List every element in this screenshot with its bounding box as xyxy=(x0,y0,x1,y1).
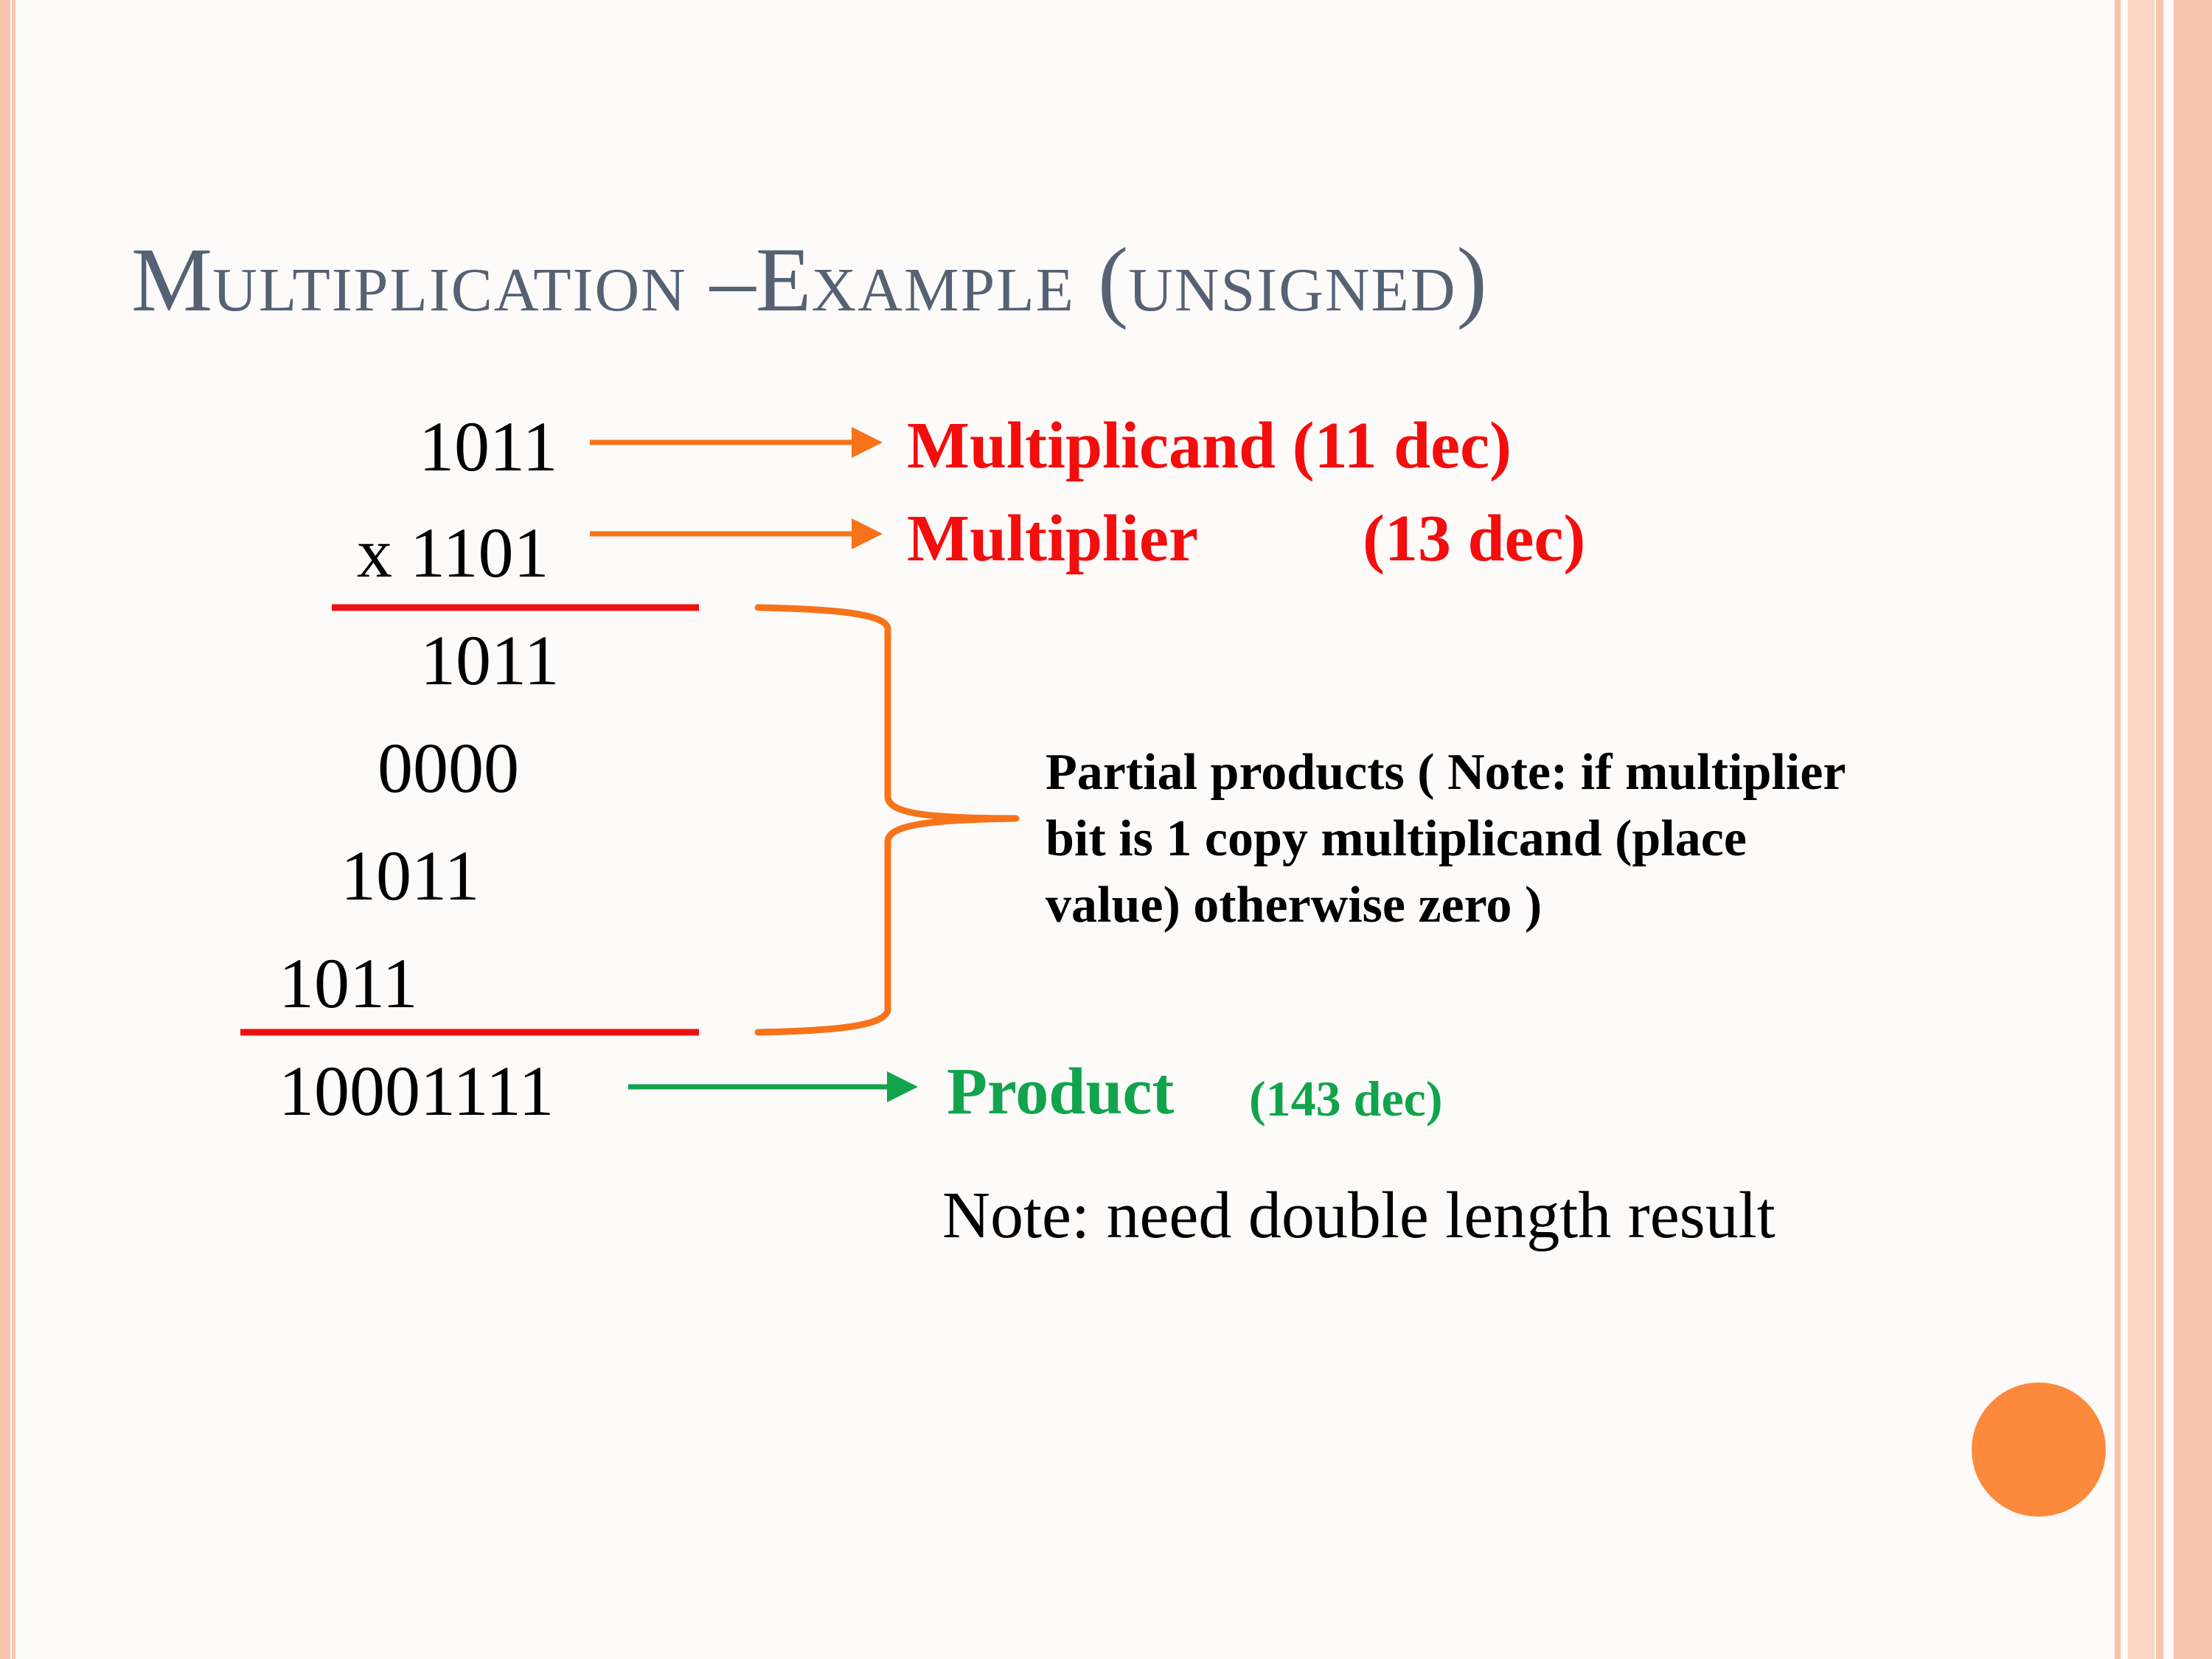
partial-product-4: 1011 xyxy=(279,944,418,1023)
multiplicand-label: Multiplicand (11 dec) xyxy=(907,409,1512,482)
slide-title: MULTIPLICATION –EXAMPLE (UNSIGNED) xyxy=(131,234,1487,338)
product-decimal-label: (143 dec) xyxy=(1249,1071,1443,1127)
partial-note-line-3: value) otherwise zero ) xyxy=(1046,877,1543,933)
partial-product-2: 0000 xyxy=(378,728,519,807)
title-segment: UNSIGNED xyxy=(1128,256,1457,324)
right-border-stripe xyxy=(2115,0,2212,1659)
title-segment: –E xyxy=(686,229,812,330)
partial-product-1: 1011 xyxy=(420,621,560,700)
product-label: Product xyxy=(947,1055,1175,1128)
partial-products-note: Partial products ( Note: if multiplier b… xyxy=(1046,740,2093,939)
double-length-note: Note: need double length result xyxy=(942,1179,1775,1252)
left-border-stripe xyxy=(0,0,24,1659)
partial-note-line-2: bit is 1 copy multiplicand (place xyxy=(1046,810,1747,867)
partial-product-3: 1011 xyxy=(341,836,480,915)
multiplier-value: x 1101 xyxy=(357,513,549,592)
multiplier-decimal-label: (13 dec) xyxy=(1363,502,1586,575)
title-segment: ( xyxy=(1074,229,1129,330)
title-segment: M xyxy=(131,229,213,330)
partial-products-brace xyxy=(754,604,1020,1036)
product-value: 10001111 xyxy=(279,1051,554,1130)
title-segment: ULTIPLICATION xyxy=(212,256,687,324)
multiplicand-value: 1011 xyxy=(419,407,558,486)
title-segment: XAMPLE xyxy=(811,256,1075,324)
multiplier-label: Multiplier xyxy=(907,502,1198,575)
partial-note-line-1: Partial products ( Note: if multiplier xyxy=(1046,744,1846,801)
title-segment: ) xyxy=(1456,229,1487,330)
accent-circle xyxy=(1972,1382,2106,1517)
